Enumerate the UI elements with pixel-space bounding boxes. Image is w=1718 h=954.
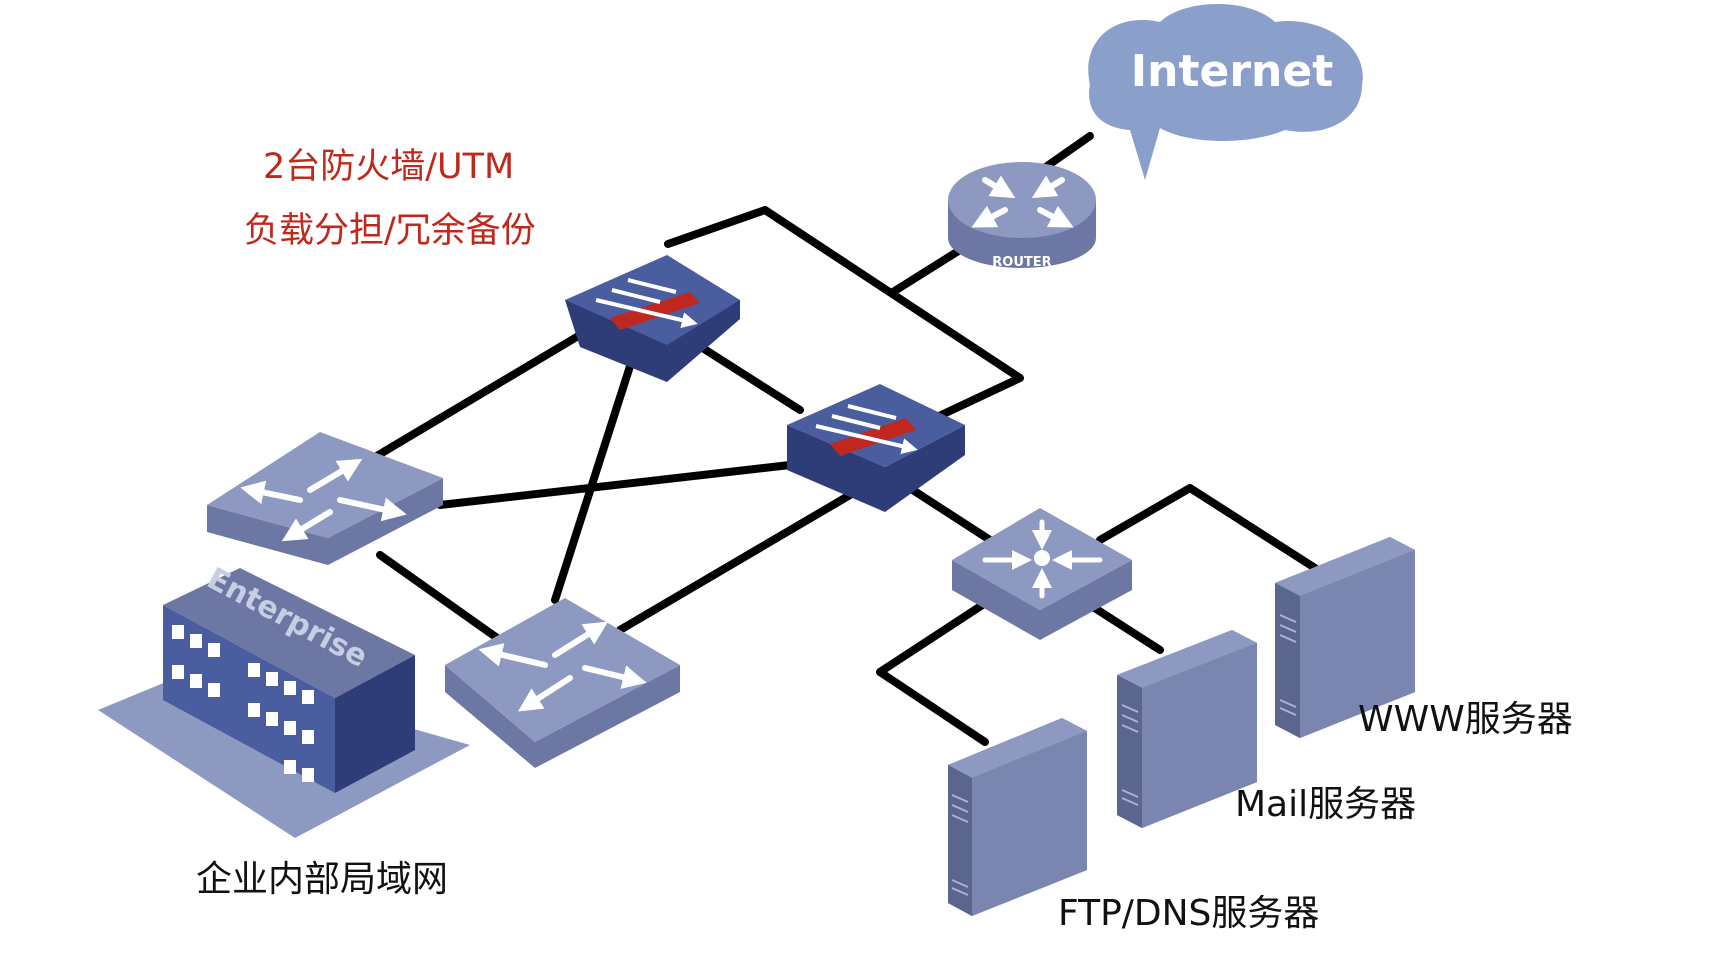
building-windows <box>172 625 314 782</box>
switch-2-arrows-icon <box>478 621 647 712</box>
switch-1-arrows-icon <box>240 458 407 542</box>
core-switch[interactable] <box>952 508 1132 640</box>
enterprise-building: Enterprise <box>98 561 470 838</box>
router-arrows-icon <box>971 175 1074 228</box>
link-switch2-firewall1 <box>551 356 636 604</box>
annotation-line-2: 负载分担/冗余备份 <box>244 211 536 251</box>
ftp-dns-server-label: FTP/DNS服务器 <box>1058 893 1320 934</box>
annotation-line-1: 2台防火墙/UTM <box>263 147 515 187</box>
server-mail-slots <box>1121 704 1139 806</box>
firewall-1-arrows-icon <box>595 278 698 328</box>
mail-server-label: Mail服务器 <box>1235 784 1417 825</box>
link-switch1-firewall2 <box>436 461 794 509</box>
firewall-1[interactable] <box>565 255 740 382</box>
link-switch1-switch2 <box>376 551 504 644</box>
link-coreswitch-www <box>1096 484 1319 572</box>
firewall-2-wall <box>830 418 916 456</box>
internet-cloud: Internet <box>1088 4 1363 180</box>
cloud-label: Internet <box>1131 46 1333 97</box>
server-ftp-slots <box>951 794 969 896</box>
firewall-2[interactable] <box>787 384 965 512</box>
link-switch2-firewall2 <box>616 491 854 634</box>
switch-2[interactable] <box>445 598 680 768</box>
link-router-junction <box>889 246 964 296</box>
switch-1[interactable] <box>207 432 443 565</box>
firewall-2-arrows-icon <box>815 404 918 454</box>
firewall-1-wall <box>610 292 700 330</box>
link-firewall1-router <box>664 206 1024 429</box>
core-switch-arrows-icon <box>982 519 1103 599</box>
link-coreswitch-ftp <box>876 596 994 746</box>
link-coreswitch-mail <box>1086 601 1164 654</box>
links <box>366 132 1319 746</box>
router-label: ROUTER <box>992 255 1051 270</box>
server-www-slots <box>1279 614 1297 716</box>
server-www[interactable] <box>1275 537 1415 738</box>
router[interactable]: ROUTER <box>948 162 1096 270</box>
server-mail[interactable] <box>1117 630 1257 828</box>
lan-label: 企业内部局域网 <box>196 859 449 900</box>
server-ftp-dns[interactable] <box>948 718 1087 916</box>
link-switch1-firewall1 <box>366 331 584 464</box>
link-firewall1-firewall2 <box>686 336 804 414</box>
www-server-label: WWW服务器 <box>1358 699 1573 740</box>
link-firewall2-coreswitch <box>901 481 994 544</box>
